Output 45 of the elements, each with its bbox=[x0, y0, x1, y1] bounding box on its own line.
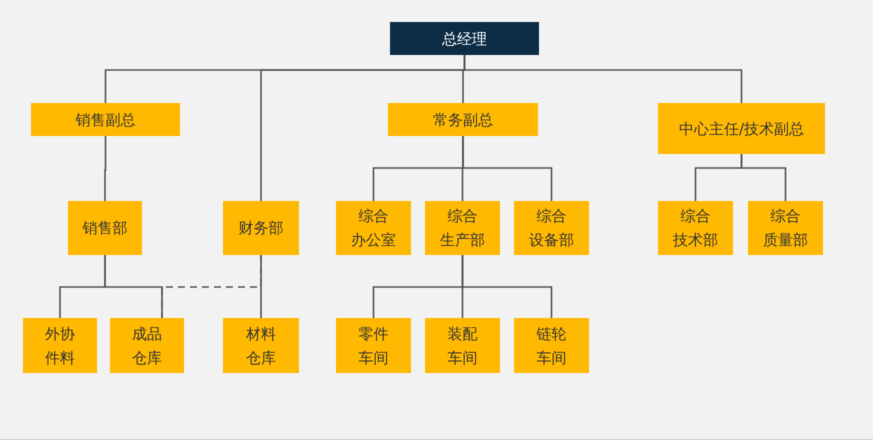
org-box bbox=[514, 318, 589, 373]
box-label: 生产部 bbox=[440, 230, 485, 251]
box-label: 材料仓库 bbox=[246, 324, 276, 368]
org-box bbox=[748, 201, 823, 255]
connector-line bbox=[464, 55, 742, 103]
box-label: 技术部 bbox=[673, 230, 718, 251]
box-label: 综合 bbox=[536, 206, 566, 227]
box-label: 链轮车间 bbox=[536, 324, 566, 368]
box-label: 销售副总 bbox=[76, 110, 136, 130]
org-box bbox=[425, 201, 500, 255]
connector-line bbox=[740, 154, 786, 201]
box-label: 财务部 bbox=[238, 218, 284, 239]
box-label: 综合 bbox=[770, 206, 800, 227]
box-label: 中心主任/技术副总 bbox=[678, 118, 804, 140]
connector-line bbox=[161, 255, 262, 318]
box-label: 外协件料 bbox=[45, 324, 75, 368]
org-box bbox=[658, 201, 733, 255]
org-box bbox=[68, 201, 142, 255]
box-label: 办公室 bbox=[351, 230, 396, 251]
top-box bbox=[390, 22, 539, 55]
org-box bbox=[23, 318, 97, 373]
box-label: 综合 bbox=[680, 206, 710, 227]
box-label: 零件车间 bbox=[358, 324, 388, 368]
connector-line bbox=[462, 255, 552, 318]
box-label: 常务副总 bbox=[433, 110, 493, 130]
box-label: 综合 bbox=[358, 206, 388, 227]
box-label: 总经理 bbox=[442, 28, 487, 50]
org-box bbox=[336, 318, 411, 373]
org-box bbox=[388, 103, 538, 136]
box-label: 装配车间 bbox=[448, 324, 478, 368]
connector-line bbox=[462, 136, 552, 201]
org-box bbox=[658, 103, 825, 154]
org-box bbox=[514, 201, 589, 255]
org-box bbox=[223, 318, 299, 373]
org-box bbox=[425, 318, 500, 373]
org-box bbox=[336, 201, 411, 255]
box-label: 设备部 bbox=[529, 230, 574, 251]
org-box bbox=[223, 201, 299, 255]
box-label: 综合 bbox=[448, 206, 478, 227]
connector-line bbox=[104, 136, 106, 201]
org-box bbox=[110, 318, 184, 373]
box-label: 成品仓库 bbox=[132, 324, 162, 368]
box-label: 质量部 bbox=[763, 230, 808, 251]
box-label: 销售部 bbox=[82, 218, 128, 239]
org-box bbox=[31, 103, 180, 136]
